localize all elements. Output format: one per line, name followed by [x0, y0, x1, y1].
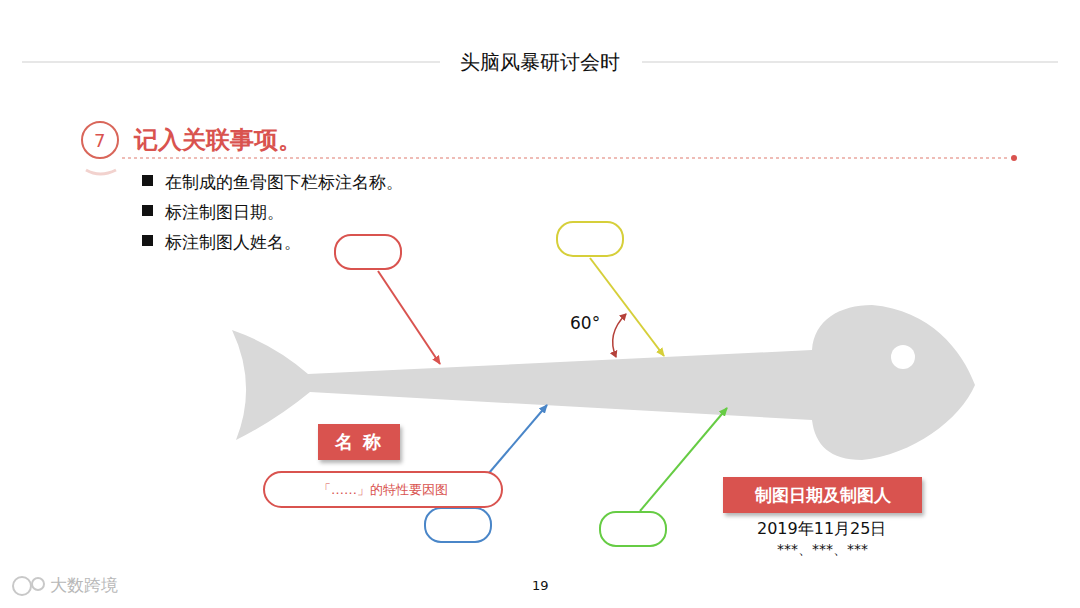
step-heading: 记入关联事项。: [134, 124, 302, 156]
chart-date: 2019年11月25日: [757, 519, 886, 540]
angle-arc: [613, 314, 626, 357]
page-title: 头脑风暴研讨会时: [450, 49, 630, 76]
bullet-text: 标注制图人姓名。: [165, 231, 301, 254]
fish-body: [232, 305, 975, 460]
watermark-logo: [13, 577, 31, 595]
bone-arrow: [640, 408, 727, 511]
chart-authors: ***、***、***: [777, 541, 868, 559]
watermark-logo: [32, 578, 44, 590]
fish-eye: [891, 345, 915, 369]
node-text: 制图日期及制图人: [755, 484, 891, 507]
title-rule: [22, 62, 440, 63]
dashed-rule: [122, 157, 1010, 158]
rule-dot: [1011, 155, 1017, 161]
step-circle: [82, 122, 118, 158]
page-number: 19: [532, 578, 549, 593]
bone-box: [425, 508, 491, 542]
circle-shadow: [86, 170, 116, 174]
name-field: 「……」的特性要因图: [263, 471, 503, 508]
node-text: 「……」的特性要因图: [318, 481, 448, 499]
bone-arrow: [590, 258, 664, 356]
watermark: 大数跨境: [50, 574, 118, 597]
date-author-tag: 制图日期及制图人: [723, 477, 922, 513]
bullet: [142, 175, 153, 186]
name-tag: 名 称: [318, 424, 400, 460]
bone-box: [557, 222, 623, 256]
angle-label: 60°: [570, 313, 600, 333]
title-rule: [642, 62, 1058, 63]
bullet: [142, 235, 153, 246]
bullet: [142, 205, 153, 216]
node-text: 名 称: [335, 430, 383, 454]
bullet-text: 标注制图日期。: [165, 201, 284, 224]
bone-box: [335, 235, 401, 269]
step-number: 7: [94, 130, 105, 151]
bone-arrow: [378, 271, 440, 364]
bullet-text: 在制成的鱼骨图下栏标注名称。: [165, 171, 403, 194]
bone-box: [600, 512, 666, 546]
